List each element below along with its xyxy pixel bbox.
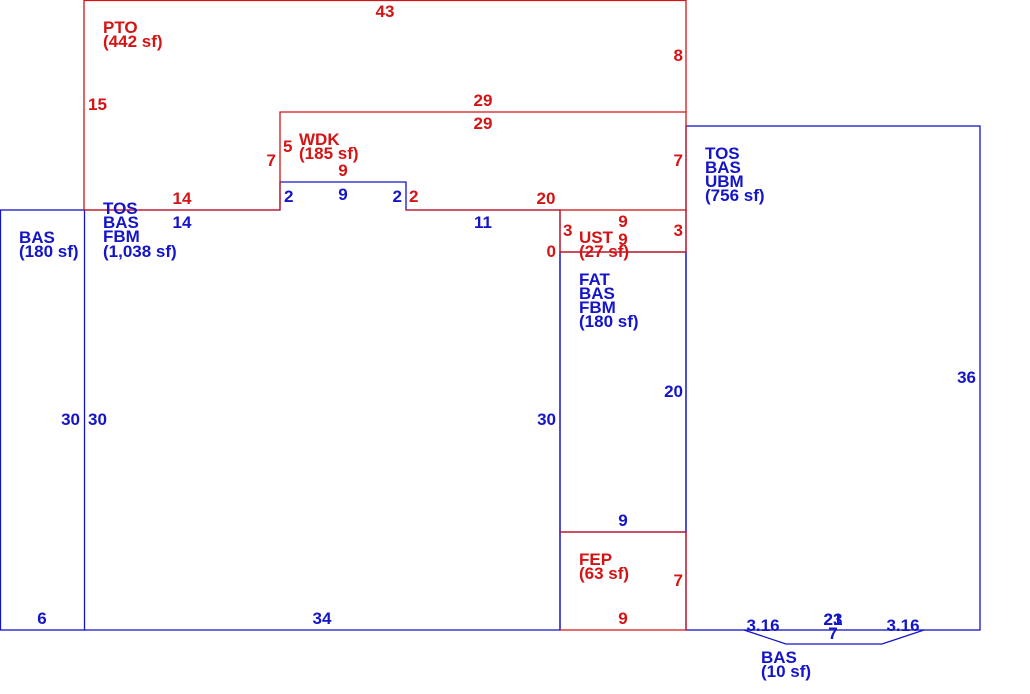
dim-notch-right-blue: 2 <box>393 187 402 206</box>
dim-ust-inner: 9 <box>618 230 627 249</box>
dim-fep-bottom: 9 <box>618 609 627 628</box>
dim-pto-right: 8 <box>674 46 683 65</box>
dim-wdk-notch-top: 9 <box>338 161 347 180</box>
wdk-code: WDK <box>299 130 340 149</box>
bay-area: (10 sf) <box>761 662 811 681</box>
area-labels: BAS (180 sf) TOS BAS FBM (1,038 sf) PTO … <box>19 18 811 681</box>
dimension-labels: 43 8 15 29 29 7 7 5 9 14 20 2 9 2 2 14 1… <box>37 2 976 643</box>
fep-code: FEP <box>579 550 612 569</box>
right-area: (756 sf) <box>705 186 765 205</box>
dim-ust-left: 3 <box>563 221 572 240</box>
bas-left-code: BAS <box>19 228 55 247</box>
dim-notch-top: 9 <box>338 185 347 204</box>
blue-outlines <box>0 125 981 645</box>
right-code-3: UBM <box>705 172 744 191</box>
dim-main-top-right: 11 <box>474 213 492 232</box>
dim-fep-right: 7 <box>674 571 683 590</box>
dim-wdk-left: 7 <box>267 151 276 170</box>
pto-code: PTO <box>103 18 138 37</box>
wdk-outline <box>279 111 687 210</box>
dim-notch-left: 2 <box>284 187 293 206</box>
bas-left-area: (180 sf) <box>19 242 79 261</box>
pto-outline <box>83 0 687 210</box>
ust-outline <box>559 209 687 253</box>
dim-red-bottom-right: 20 <box>537 189 556 208</box>
main-code-2: BAS <box>103 213 139 232</box>
main-code-3: FBM <box>103 227 140 246</box>
fep-area: (63 sf) <box>579 564 629 583</box>
dim-wdk-top-outer: 29 <box>474 91 493 110</box>
dim-bas-left-left: 30 <box>61 410 80 429</box>
dim-wdk-top-inner: 29 <box>474 114 493 133</box>
dim-red-bottom-left: 14 <box>173 189 192 208</box>
dim-ust-zero: 0 <box>547 242 556 261</box>
fat-area: (180 sf) <box>579 312 639 331</box>
bay-code: BAS <box>761 648 797 667</box>
dim-main-top-left: 14 <box>173 213 192 232</box>
fep-outline <box>560 531 687 631</box>
right-outline <box>685 125 981 631</box>
dim-fat-bottom: 9 <box>618 511 627 530</box>
fat-code-2: BAS <box>579 284 615 303</box>
dim-notch-right-red: 2 <box>409 187 418 206</box>
dim-bay-mid-b: 21 <box>824 610 843 629</box>
dim-ust-top: 9 <box>618 212 627 231</box>
main-code-1: TOS <box>103 199 138 218</box>
main-area: (1,038 sf) <box>103 242 177 261</box>
ust-code: UST <box>579 228 614 247</box>
dim-bas-left-right: 30 <box>88 410 107 429</box>
dim-main-right: 30 <box>537 410 556 429</box>
dim-bay-right: 3.16 <box>886 616 919 635</box>
fat-code-1: FAT <box>579 270 610 289</box>
wdk-area: (185 sf) <box>299 144 359 163</box>
ust-area: (27 sf) <box>579 242 629 261</box>
dim-wdk-right: 7 <box>674 151 683 170</box>
right-code-1: TOS <box>705 144 740 163</box>
bay-outline <box>743 629 925 645</box>
pto-area: (442 sf) <box>103 32 163 51</box>
dim-main-bottom: 34 <box>313 609 332 628</box>
dim-right-right: 36 <box>957 368 976 387</box>
bas-left-outline <box>0 209 86 631</box>
dim-pto-left: 15 <box>88 95 107 114</box>
dim-bay-left: 3.16 <box>746 616 779 635</box>
dim-bay-mid-c: 7 <box>828 624 837 643</box>
dim-bas-left-bottom: 6 <box>37 609 46 628</box>
fat-code-3: FBM <box>579 298 616 317</box>
dim-fat-right: 20 <box>664 382 683 401</box>
dim-bay-mid-a: 23 <box>824 610 843 629</box>
dim-ust-right: 3 <box>674 221 683 240</box>
dim-pto-top: 43 <box>376 2 395 21</box>
red-outlines <box>83 0 687 631</box>
right-code-2: BAS <box>705 158 741 177</box>
dim-wdk-notch-left: 5 <box>283 137 292 156</box>
